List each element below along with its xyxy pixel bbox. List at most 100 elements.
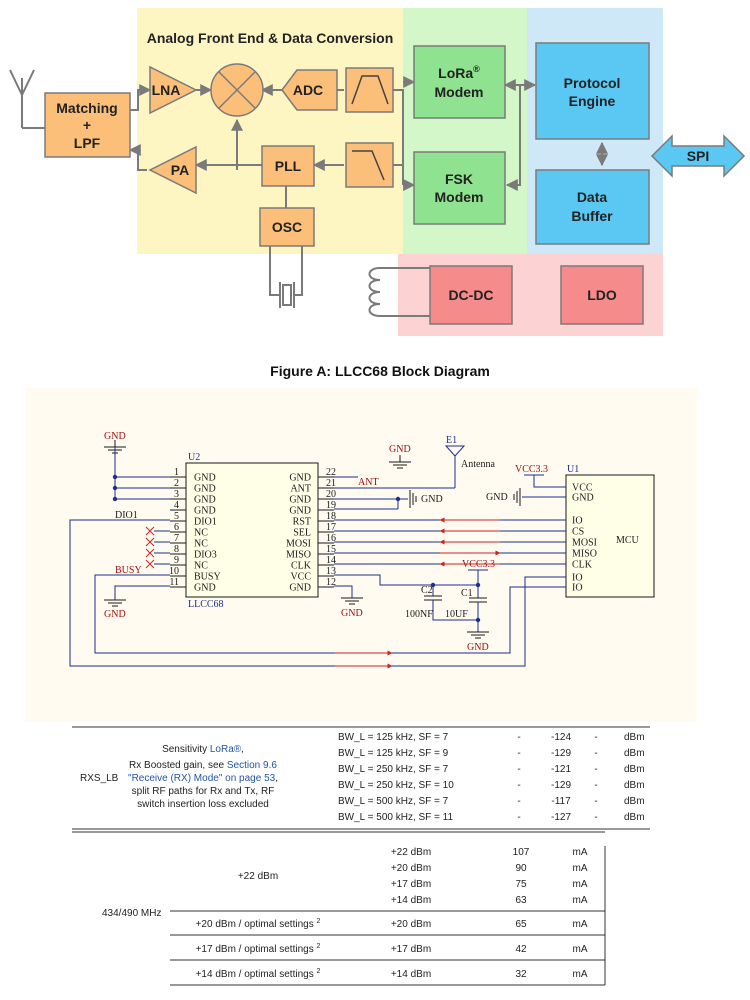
adc-label: ADC (293, 82, 323, 98)
table2-power: +17 dBm (391, 944, 431, 955)
u2-pin-number: 13 (326, 566, 336, 577)
pa-block (148, 145, 197, 195)
table2-power: +22 dBm (391, 847, 431, 858)
u2-pin-name: NC (194, 528, 208, 539)
u1-pin-name: GND (572, 493, 594, 504)
ground-symbol-pin19-20: GND (409, 490, 443, 508)
pll-block (261, 145, 315, 187)
lna-block (149, 65, 198, 115)
antenna-label: Antenna (461, 459, 495, 470)
u2-pin-number: 18 (326, 511, 336, 522)
u2-pin-number: 15 (326, 544, 336, 555)
fsk-modem-line-2: Modem (435, 189, 484, 205)
table2-value: 32 (515, 969, 527, 980)
u2-pin-number: 19 (326, 500, 336, 511)
table1-min: - (517, 732, 520, 743)
u1-pin-name: VCC (572, 483, 593, 494)
data-buffer-block (535, 169, 650, 245)
table2-unit: mA (573, 895, 588, 906)
analog-section-title: Analog Front End & Data Conversion (147, 30, 394, 46)
lowpass-filter-block (345, 142, 394, 188)
matching-line-1: Matching (56, 100, 117, 116)
table1-min: - (517, 812, 520, 823)
osc-block (259, 207, 315, 247)
u2-pin-number: 1 (174, 467, 179, 478)
figure-caption: Figure A: LLCC68 Block Diagram (270, 363, 490, 379)
u2-pin-number: 20 (326, 489, 336, 500)
ldo-block (560, 265, 644, 325)
gnd-label-caps: GND (467, 642, 489, 653)
table2-power: +20 dBm (391, 863, 431, 874)
dcdc-label: DC-DC (448, 287, 493, 303)
table1-max: - (594, 764, 597, 775)
table1-desc-line-5: switch insertion loss excluded (137, 799, 269, 810)
ground-symbol-top-mid: GND (389, 444, 411, 469)
table2-optimal-label: +17 dBm / optimal settings 2 (196, 943, 321, 955)
busy-net-label: BUSY (115, 565, 142, 576)
lora-modem-block (413, 45, 506, 119)
u1-pin-name: IO (572, 583, 583, 594)
table1-max: - (594, 748, 597, 759)
u2-pin-number: 3 (174, 489, 179, 500)
e1-label: E1 (446, 435, 457, 446)
u2-pin-number: 12 (326, 577, 336, 588)
fsk-modem-block (413, 151, 506, 225)
u2-pin-name: MOSI (286, 539, 311, 550)
u2-pin-name: GND (289, 495, 311, 506)
table1-condition: BW_L = 500 kHz, SF = 7 (338, 796, 449, 807)
table1-unit: dBm (624, 764, 645, 775)
vcc33-label-bottom: VCC3.3 (462, 559, 495, 570)
u2-pin-name: GND (289, 583, 311, 594)
u2-pin-name: CLK (291, 561, 312, 572)
u1-pin-name: IO (572, 516, 583, 527)
u2-pin-number: 5 (174, 511, 179, 522)
table2-unit: mA (573, 944, 588, 955)
u1-name: MCU (616, 535, 640, 546)
table2-value: 107 (513, 847, 530, 858)
table1-condition: BW_L = 125 kHz, SF = 9 (338, 748, 449, 759)
vcc33-label-u1: VCC3.3 (515, 464, 548, 475)
u1-pin-name: CS (572, 527, 584, 538)
table1-min: - (517, 764, 520, 775)
table1-param: RXS_LB (80, 773, 119, 784)
u2-pin-name: BUSY (194, 572, 221, 583)
u2-pin-name: NC (194, 561, 208, 572)
pa-label: PA (171, 162, 189, 178)
u2-pin-number: 22 (326, 467, 336, 478)
table2-unit: mA (573, 919, 588, 930)
table2-value: 42 (515, 944, 527, 955)
spi-arrow (650, 134, 746, 178)
table2-unit: mA (573, 969, 588, 980)
table1-unit: dBm (624, 748, 645, 759)
table1-typ: -124 (551, 732, 571, 743)
mixer-icon (210, 63, 264, 117)
table1-unit: dBm (624, 796, 645, 807)
table1-desc-line-1: Sensitivity LoRa®, (162, 744, 244, 755)
block-wires (128, 76, 608, 317)
dio1-net-label: DIO1 (115, 510, 138, 521)
gnd-label-u1: GND (486, 492, 508, 503)
matching-line-2: + (83, 117, 91, 133)
u2-pin-name: DIO3 (194, 550, 217, 561)
lora-modem-line-1: LoRa® (438, 64, 480, 81)
table1-typ: -129 (551, 780, 571, 791)
lowpass-filter-icon (352, 150, 385, 181)
table2-value: 90 (515, 863, 527, 874)
table1-typ: -117 (551, 796, 571, 807)
u2-pin-name: DIO1 (194, 517, 217, 528)
table1-typ: -127 (551, 812, 571, 823)
table2-power: +20 dBm (391, 919, 431, 930)
table2-power: +14 dBm (391, 895, 431, 906)
protocol-engine-block (535, 42, 650, 140)
table2-group1-label: +22 dBm (238, 871, 278, 882)
u2-pin-name: GND (289, 473, 311, 484)
gnd-label-top-left: GND (104, 431, 126, 442)
u2-chip (185, 462, 319, 598)
bandpass-filter-icon (351, 75, 389, 105)
sensitivity-table: RXS_LB Sensitivity LoRa®, Rx Boosted gai… (72, 726, 650, 830)
table1-max: - (594, 780, 597, 791)
ground-symbol-caps: GND (467, 631, 489, 653)
u2-pin-name: ANT (290, 484, 311, 495)
